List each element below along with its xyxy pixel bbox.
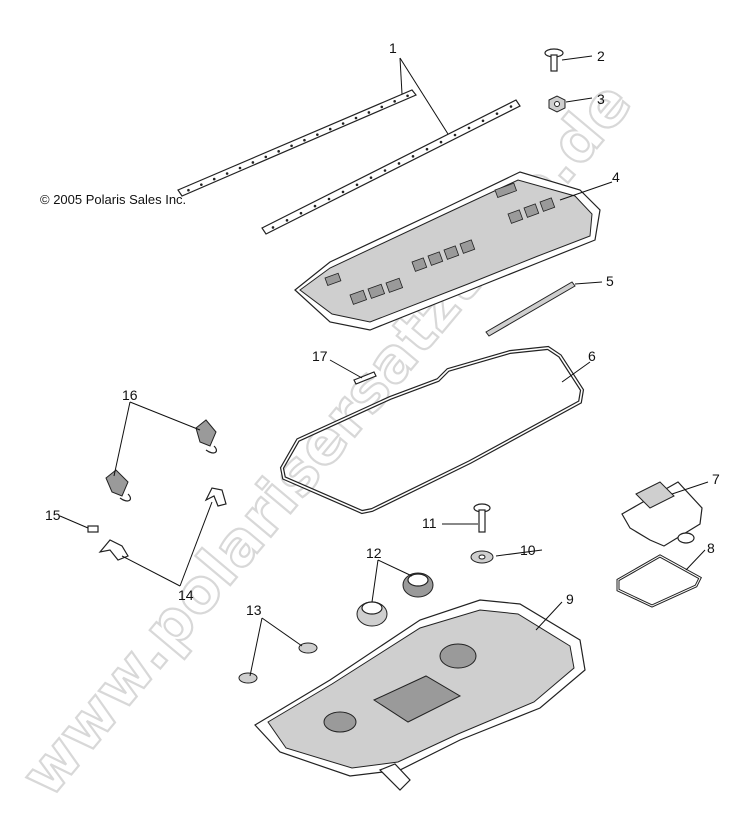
strip-hole (393, 100, 396, 103)
callout-13: 13 (246, 602, 262, 618)
strip-hole (509, 105, 513, 108)
callout-7: 7 (712, 471, 720, 487)
callout-10: 10 (520, 542, 536, 558)
strip-hole (299, 211, 303, 215)
callout-14: 14 (178, 587, 194, 603)
callout-1: 1 (389, 40, 397, 56)
part-11-bolt (473, 503, 491, 533)
callout-2: 2 (597, 48, 605, 64)
strip-hole (328, 127, 332, 131)
strip-hole (467, 126, 471, 130)
strip-hole (238, 166, 242, 170)
part-17-dowel (353, 371, 377, 385)
part-8-gasket-frame (616, 554, 702, 608)
strip-hole (380, 105, 384, 109)
strip-hole (367, 111, 371, 114)
callout-labels: 1 2 3 4 5 6 7 8 9 10 11 12 13 14 15 16 1… (45, 40, 720, 618)
part-2-screw (544, 48, 564, 72)
strip-hole (187, 188, 190, 192)
strip-hole (251, 161, 255, 164)
strip-hole (383, 169, 387, 172)
strip-hole (225, 172, 229, 175)
callout-12: 12 (366, 545, 382, 561)
strip-hole (316, 133, 319, 136)
part-14-clip-pair (98, 487, 227, 561)
part-6-seal-gasket (279, 345, 585, 515)
callout-11: 11 (422, 515, 437, 531)
part-4-seat-cover-panel (294, 171, 601, 331)
strip-hole (341, 190, 345, 194)
part-12-grommet-pair (356, 572, 434, 627)
strip-hole (481, 119, 485, 123)
leader-lines (59, 55, 709, 677)
strip-hole (425, 147, 429, 151)
part-3-nut (548, 95, 566, 113)
strip-hole (327, 197, 331, 201)
strip-hole (495, 112, 499, 115)
part-5-rod (485, 281, 576, 337)
callout-4: 4 (612, 169, 620, 185)
strip-hole (290, 144, 293, 148)
callout-6: 6 (588, 348, 596, 364)
strip-hole (264, 155, 268, 159)
part-7-bracket-plate (621, 481, 703, 547)
strip-hole (277, 150, 280, 153)
strip-hole (453, 133, 457, 137)
callout-17: 17 (312, 348, 328, 364)
strip-hole (355, 183, 359, 187)
strip-hole (271, 226, 275, 229)
part-1-strip-pair (177, 89, 521, 235)
strip-hole (411, 155, 415, 158)
copyright-text: © 2005 Polaris Sales Inc. (40, 192, 186, 207)
strip-hole (369, 176, 373, 179)
strip-hole (212, 177, 216, 181)
strip-hole (406, 94, 409, 98)
strip-hole (303, 138, 306, 142)
strip-hole (313, 204, 317, 208)
callout-9: 9 (566, 591, 574, 607)
strip-hole (354, 116, 358, 120)
callout-16: 16 (122, 387, 138, 403)
part-16-latch-pair (105, 419, 218, 502)
part-10-washer (470, 550, 494, 564)
strip-hole (285, 219, 289, 222)
strip-hole (439, 140, 443, 144)
callout-8: 8 (707, 540, 715, 556)
strip-hole (397, 162, 401, 165)
part-15-pin (87, 525, 99, 533)
callout-3: 3 (597, 91, 605, 107)
part-9-storage-tub (254, 599, 586, 791)
strip-hole (341, 122, 345, 125)
callout-15: 15 (45, 507, 61, 523)
strip-hole (200, 183, 203, 186)
part-13-plug-pair (238, 642, 318, 684)
callout-5: 5 (606, 273, 614, 289)
